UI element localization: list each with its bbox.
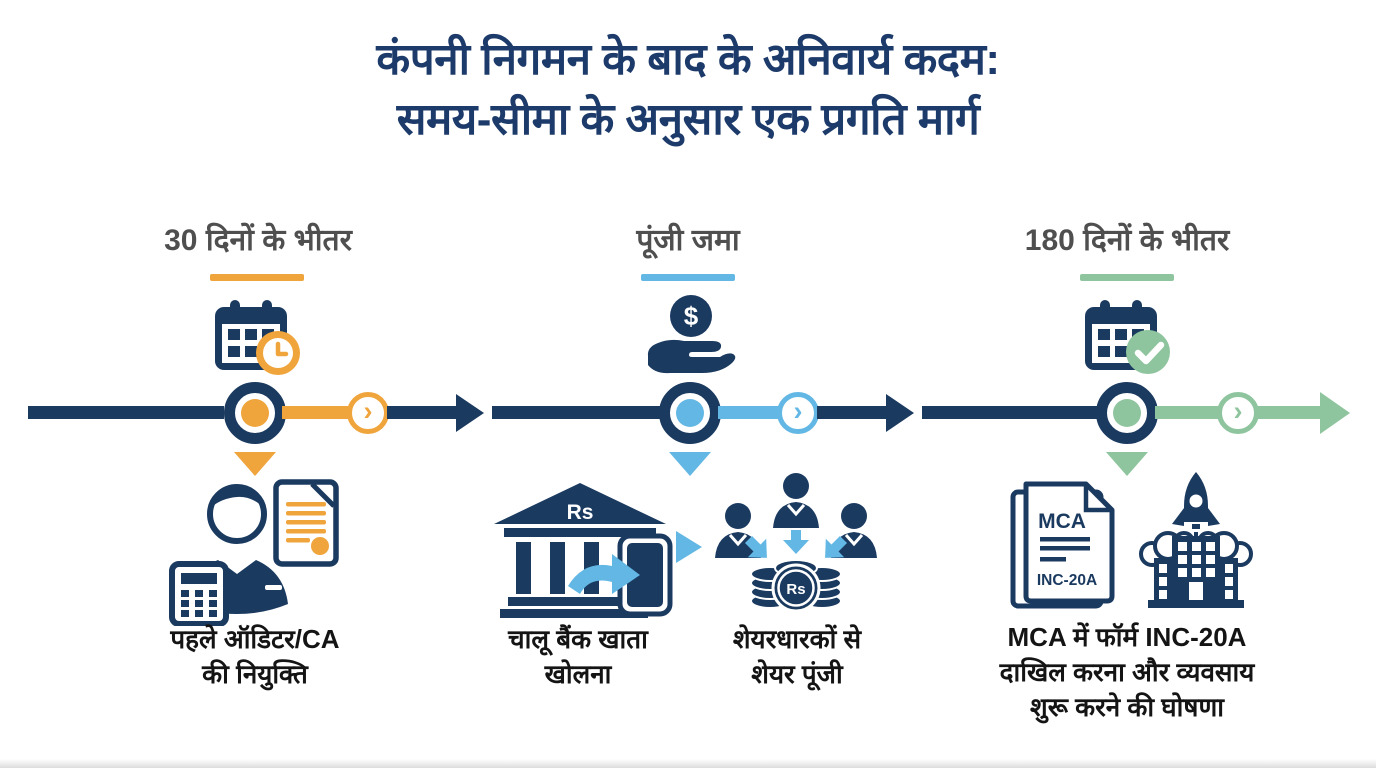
- page-title: कंपनी निगमन के बाद के अनिवार्य कदम: समय-…: [0, 30, 1376, 150]
- page-title-line1: कंपनी निगमन के बाद के अनिवार्य कदम:: [376, 35, 1000, 84]
- arrowhead-navy-1-icon: [456, 394, 484, 432]
- step-caption-mca: MCA में फॉर्म INC-20A दाखिल करना और व्यव…: [1000, 620, 1255, 725]
- caption-line: MCA में फॉर्म INC-20A: [1007, 622, 1247, 652]
- milestone-label-capital-deposit: पूंजी जमा: [636, 224, 740, 257]
- shareholders-capital-icon: Rs: [715, 473, 877, 613]
- caption-line: खोलना: [544, 659, 612, 689]
- down-arrow-orange-icon: [234, 452, 276, 476]
- timeline-segment-green-1: [1155, 406, 1220, 419]
- chevron-circle-green-icon: ›: [1217, 392, 1259, 434]
- step-caption-bank: चालू बैंक खाता खोलना: [508, 622, 648, 692]
- hand-coin-icon: $: [647, 295, 736, 374]
- caption-line: शेयरधारकों से: [732, 624, 862, 654]
- milestone-underline-sky: [641, 274, 735, 281]
- caption-line: चालू बैंक खाता: [508, 624, 648, 654]
- bank-account-icon: Rs: [494, 483, 673, 618]
- timeline-node-1: [224, 382, 286, 444]
- milestone-label-30-days: 30 दिनों के भीतर: [164, 224, 352, 257]
- milestone-underline-orange: [210, 274, 304, 281]
- dollar-sign-label: $: [684, 301, 699, 331]
- page-title-line2: समय-सीमा के अनुसार एक प्रगति मार्ग: [396, 95, 980, 144]
- bottom-edge-shadow: [0, 759, 1376, 768]
- down-arrow-sky-icon: [669, 452, 711, 476]
- caption-line: शेयर पूंजी: [751, 659, 843, 689]
- chevron-circle-sky-icon: ›: [777, 392, 819, 434]
- timeline-node-2-core: [676, 399, 704, 427]
- timeline-segment-sky: [718, 406, 780, 419]
- inc20a-label: INC-20A: [1037, 572, 1097, 589]
- coin-rupee-label: Rs: [786, 581, 805, 598]
- milestone-underline-green: [1080, 274, 1174, 281]
- timeline-node-3-core: [1113, 399, 1141, 427]
- caption-line: पहले ऑडिटर/CA: [170, 624, 340, 654]
- timeline-segment-navy-2: [387, 406, 456, 419]
- caption-line: की नियुक्ति: [202, 659, 308, 689]
- caption-line: दाखिल करना और व्यवसाय: [999, 657, 1255, 687]
- timeline-segment-navy-1: [28, 406, 224, 419]
- timeline-segment-navy-5: [922, 406, 1097, 419]
- step-caption-shareholders: शेयरधारकों से शेयर पूंजी: [733, 622, 861, 692]
- timeline-segment-orange: [282, 406, 348, 419]
- calendar-clock-icon: [215, 300, 300, 375]
- auditor-icon: [169, 479, 339, 626]
- timeline-segment-navy-3: [492, 406, 660, 419]
- calendar-check-icon: [1085, 300, 1170, 374]
- mca-form-icon: MCA INC-20A: [1010, 481, 1115, 609]
- timeline-node-3: [1096, 382, 1158, 444]
- timeline-node-2: [659, 382, 721, 444]
- bank-rupee-label: Rs: [567, 501, 594, 524]
- arrowhead-green-icon: [1320, 392, 1350, 434]
- timeline-segment-green-2: [1257, 406, 1320, 419]
- step-caption-auditor: पहले ऑडिटर/CA की नियुक्ति: [170, 622, 339, 692]
- rocket-launch-building-icon: [1139, 472, 1253, 608]
- right-arrow-sky-icon: [676, 531, 702, 563]
- chevron-circle-orange-icon: ›: [347, 392, 389, 434]
- timeline-node-1-core: [241, 399, 269, 427]
- arrowhead-navy-2-icon: [886, 394, 914, 432]
- caption-line: शुरू करने की घोषणा: [1030, 692, 1224, 722]
- milestone-label-180-days: 180 दिनों के भीतर: [1024, 224, 1230, 257]
- timeline-segment-navy-4: [817, 406, 886, 419]
- mca-label: MCA: [1038, 510, 1086, 533]
- down-arrow-green-icon: [1106, 452, 1148, 476]
